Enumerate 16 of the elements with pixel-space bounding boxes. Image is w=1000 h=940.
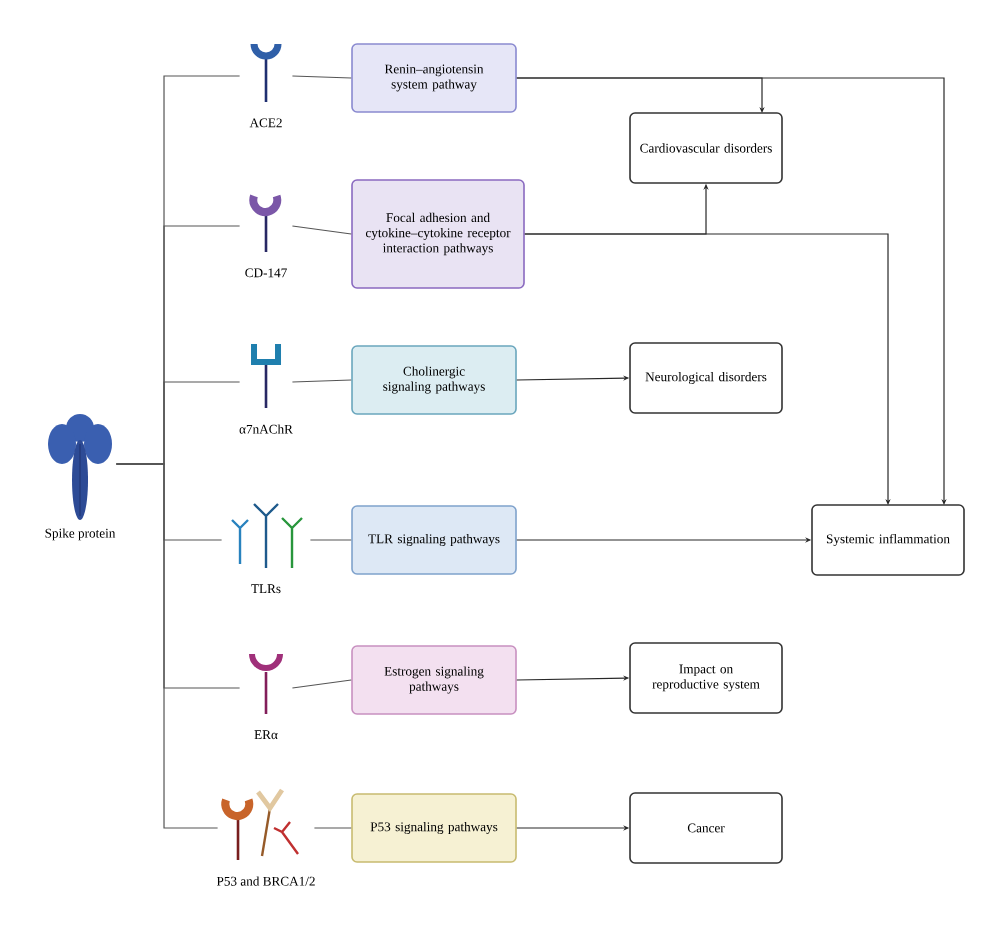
arrow xyxy=(516,77,947,505)
receptor-drawing xyxy=(221,788,300,860)
connector-line xyxy=(291,75,352,79)
connector-line xyxy=(309,539,352,541)
receptor-drawing xyxy=(251,344,281,408)
receptor-drawing xyxy=(230,502,304,570)
arrow xyxy=(524,233,891,505)
receptor-drawing xyxy=(249,653,283,714)
connector-line xyxy=(291,225,352,235)
receptor-drawing xyxy=(249,195,282,252)
receptor-drawing xyxy=(250,43,282,102)
connector-line xyxy=(115,463,219,829)
connector-line xyxy=(291,379,352,383)
spike-protein-drawing xyxy=(48,414,112,520)
connector-line xyxy=(291,679,352,689)
connector-line xyxy=(313,827,352,829)
